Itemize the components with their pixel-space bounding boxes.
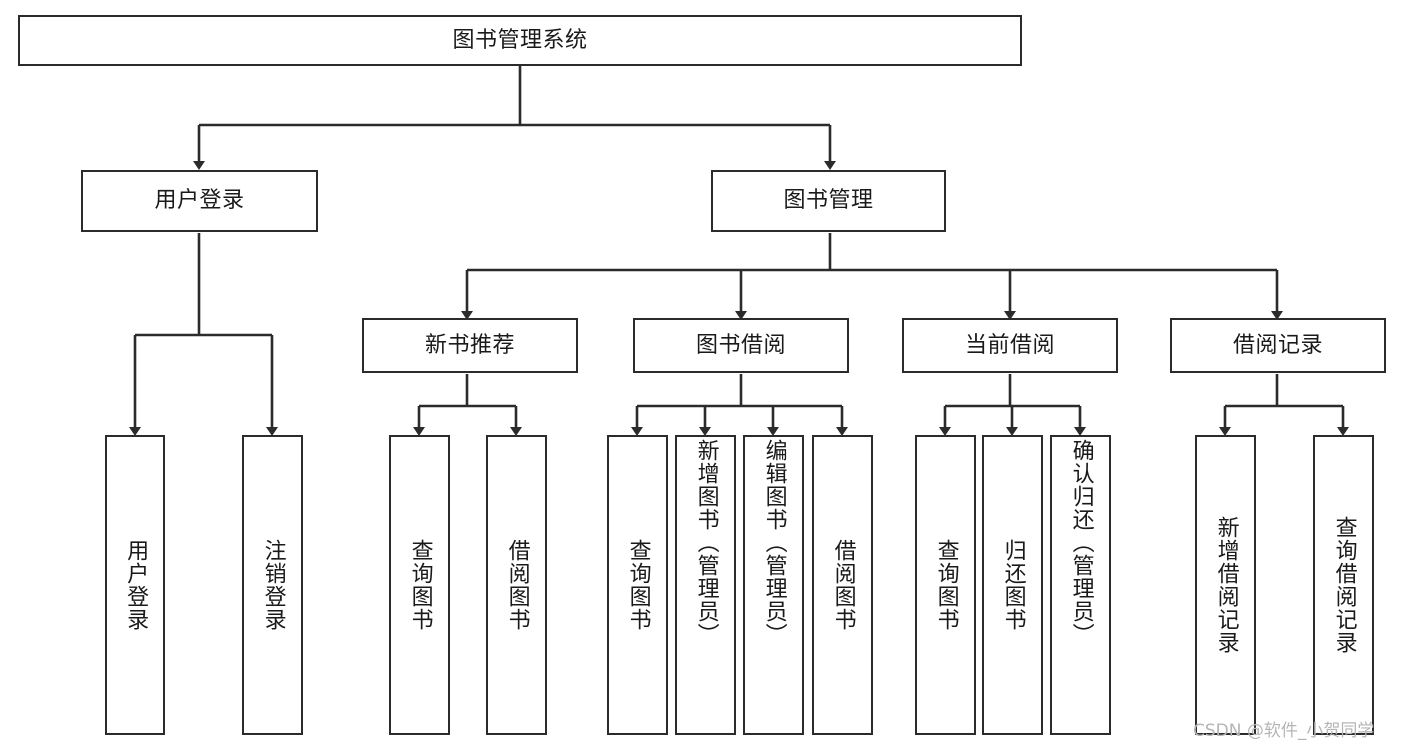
node-book-borrow-label: 图书借阅 bbox=[695, 332, 786, 358]
node-book-borrow[interactable]: 图书借阅 bbox=[633, 318, 849, 373]
node-leaf-return-book-label: 归还图书 bbox=[1000, 539, 1026, 631]
node-root[interactable]: 图书管理系统 bbox=[18, 15, 1022, 66]
node-leaf-add-record[interactable]: 新增借阅记录 bbox=[1195, 435, 1256, 735]
node-leaf-borrow-book-2-label: 借阅图书 bbox=[830, 539, 856, 631]
node-leaf-return-book[interactable]: 归还图书 bbox=[982, 435, 1043, 735]
node-leaf-borrow-book-1-label: 借阅图书 bbox=[504, 539, 530, 631]
node-leaf-user-login-label: 用户登录 bbox=[123, 539, 149, 631]
node-leaf-edit-book[interactable]: 编辑图书（管理员） bbox=[743, 435, 804, 735]
node-leaf-add-book[interactable]: 新增图书（管理员） bbox=[675, 435, 736, 735]
node-book-manage-label: 图书管理 bbox=[783, 188, 874, 214]
node-leaf-query-record[interactable]: 查询借阅记录 bbox=[1313, 435, 1374, 735]
node-user-login[interactable]: 用户登录 bbox=[81, 170, 318, 232]
node-leaf-query-book-1-label: 查询图书 bbox=[407, 539, 433, 631]
node-leaf-query-book-3-label: 查询图书 bbox=[933, 539, 959, 631]
node-leaf-confirm-return-label: 确认归还（管理员） bbox=[1068, 439, 1094, 646]
node-new-book-rec-label: 新书推荐 bbox=[424, 332, 515, 358]
node-leaf-query-book-3[interactable]: 查询图书 bbox=[915, 435, 976, 735]
node-book-manage[interactable]: 图书管理 bbox=[711, 170, 946, 232]
node-leaf-borrow-book-2[interactable]: 借阅图书 bbox=[812, 435, 873, 735]
node-leaf-query-book-2[interactable]: 查询图书 bbox=[607, 435, 668, 735]
node-borrow-record-label: 借阅记录 bbox=[1232, 332, 1323, 358]
node-current-borrow-label: 当前借阅 bbox=[964, 332, 1055, 358]
node-leaf-confirm-return[interactable]: 确认归还（管理员） bbox=[1050, 435, 1111, 735]
node-leaf-query-record-label: 查询借阅记录 bbox=[1331, 516, 1357, 654]
node-leaf-borrow-book-1[interactable]: 借阅图书 bbox=[486, 435, 547, 735]
node-leaf-query-book-2-label: 查询图书 bbox=[625, 539, 651, 631]
node-leaf-user-login[interactable]: 用户登录 bbox=[105, 435, 165, 735]
node-leaf-add-record-label: 新增借阅记录 bbox=[1213, 516, 1239, 654]
node-borrow-record[interactable]: 借阅记录 bbox=[1170, 318, 1386, 373]
node-leaf-edit-book-label: 编辑图书（管理员） bbox=[761, 439, 787, 646]
node-leaf-logout-label: 注销登录 bbox=[260, 539, 286, 631]
node-new-book-rec[interactable]: 新书推荐 bbox=[362, 318, 578, 373]
node-current-borrow[interactable]: 当前借阅 bbox=[902, 318, 1118, 373]
watermark: CSDN @软件_小贺同学 bbox=[1193, 721, 1375, 741]
node-user-login-label: 用户登录 bbox=[154, 188, 245, 214]
node-root-label: 图书管理系统 bbox=[452, 27, 588, 53]
node-leaf-query-book-1[interactable]: 查询图书 bbox=[389, 435, 450, 735]
node-leaf-add-book-label: 新增图书（管理员） bbox=[693, 439, 719, 646]
node-leaf-logout[interactable]: 注销登录 bbox=[242, 435, 303, 735]
